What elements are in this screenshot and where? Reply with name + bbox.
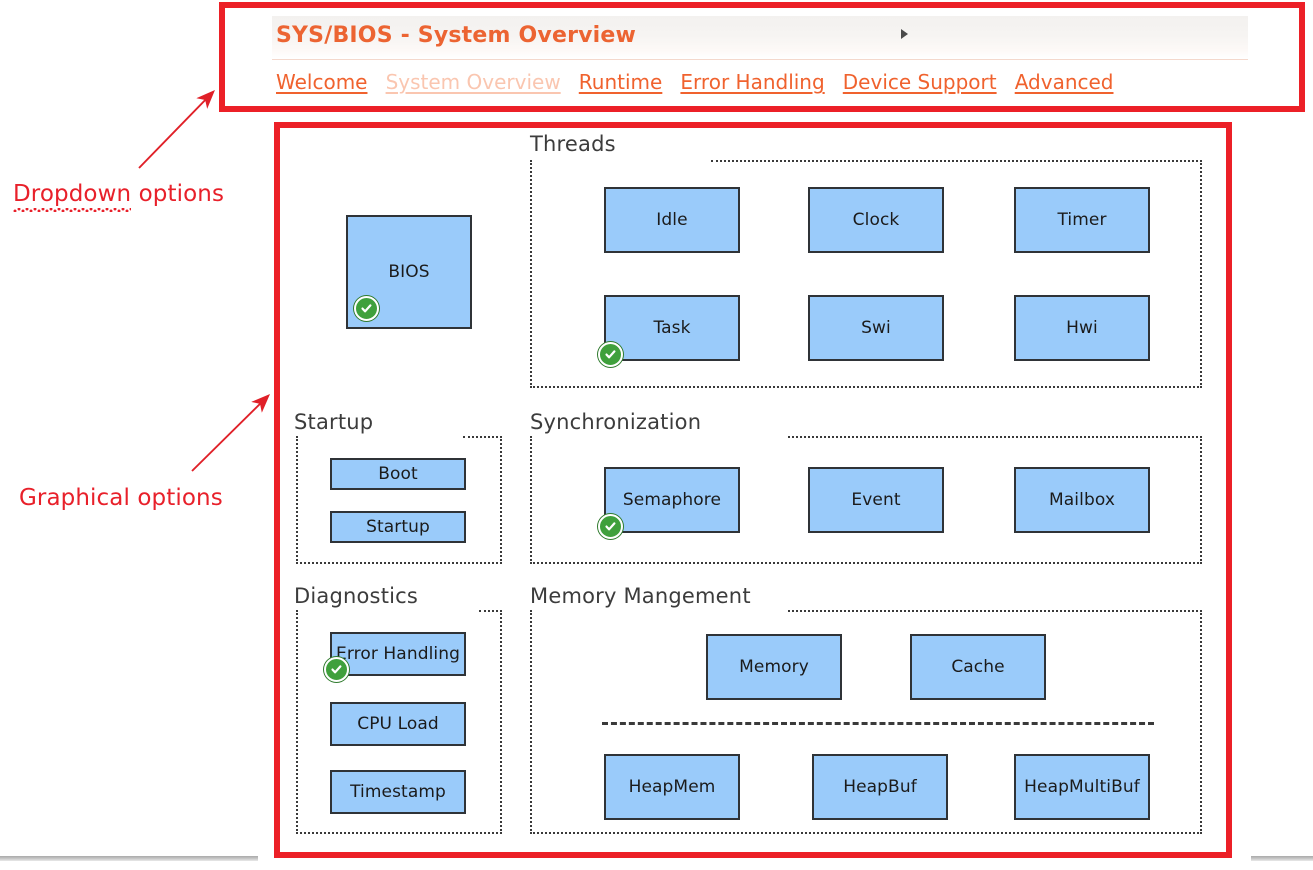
node-mailbox[interactable]: Mailbox <box>1014 467 1150 533</box>
memory-section-separator <box>602 722 1154 725</box>
bottom-divider-right <box>1251 856 1313 861</box>
node-task-label: Task <box>653 318 691 338</box>
nav-link-runtime[interactable]: Runtime <box>578 70 663 94</box>
node-timestamp-label: Timestamp <box>350 782 446 802</box>
group-panel-synchronization-topline <box>788 436 1202 438</box>
node-semaphore-label: Semaphore <box>622 490 722 510</box>
annotation-dropdown-options: Dropdown options <box>13 181 225 212</box>
annotation-dropdown-suffix: options <box>131 181 225 207</box>
node-semaphore[interactable]: Semaphore <box>598 467 740 539</box>
node-cpu-load-label: CPU Load <box>357 714 439 734</box>
node-cpu-load[interactable]: CPU Load <box>330 702 466 746</box>
nav-link-advanced[interactable]: Advanced <box>1014 70 1114 94</box>
node-heapbuf-label: HeapBuf <box>843 777 917 797</box>
node-memory-label: Memory <box>739 657 809 677</box>
node-timer[interactable]: Timer <box>1014 187 1150 253</box>
group-label-startup: Startup <box>294 410 380 434</box>
node-idle[interactable]: Idle <box>604 187 740 253</box>
nav-link-error-handling[interactable]: Error Handling <box>680 70 825 94</box>
node-clock-label: Clock <box>852 210 900 230</box>
group-panel-startup <box>296 436 502 564</box>
node-heapmultibuf-label: HeapMultiBuf <box>1024 777 1140 797</box>
node-timer-label: Timer <box>1057 210 1107 230</box>
node-cache[interactable]: Cache <box>910 634 1046 700</box>
group-label-memory-management: Memory Mangement <box>530 584 757 608</box>
group-panel-memory-management-topline <box>788 610 1202 612</box>
group-panel-memory-management <box>530 610 1202 834</box>
nav-link-system-overview: System Overview <box>385 70 561 94</box>
node-task[interactable]: Task <box>598 295 740 367</box>
node-heapmultibuf[interactable]: HeapMultiBuf <box>1014 754 1150 820</box>
node-heapmem-label: HeapMem <box>628 777 716 797</box>
highlight-box-graphical-options <box>274 122 1232 858</box>
group-label-diagnostics: Diagnostics <box>294 584 425 608</box>
page-title: SYS/BIOS - System Overview <box>276 23 637 48</box>
check-icon <box>324 657 349 682</box>
node-hwi[interactable]: Hwi <box>1014 295 1150 361</box>
node-error-handling-label: Error Handling <box>335 644 461 664</box>
node-boot[interactable]: Boot <box>330 458 466 490</box>
highlight-box-dropdown-options <box>219 2 1305 112</box>
annotation-misspelled-word: Dropdown <box>13 181 132 212</box>
node-cache-label: Cache <box>951 657 1005 677</box>
node-clock[interactable]: Clock <box>808 187 944 253</box>
node-boot-label: Boot <box>378 464 418 484</box>
node-hwi-label: Hwi <box>1066 318 1098 338</box>
node-event[interactable]: Event <box>808 467 944 533</box>
group-panel-diagnostics-topline <box>479 610 502 612</box>
group-panel-threads <box>530 160 1202 388</box>
node-memory[interactable]: Memory <box>706 634 842 700</box>
check-icon <box>354 296 379 321</box>
title-bar <box>272 16 1248 60</box>
header-panel: SYS/BIOS - System Overview Welcome Syste… <box>232 16 1292 100</box>
group-panel-threads-topline <box>711 160 1202 162</box>
breadcrumb-nav: Welcome System Overview Runtime Error Ha… <box>276 70 1127 94</box>
group-panel-startup-topline <box>463 436 502 438</box>
node-swi-label: Swi <box>861 318 891 338</box>
node-swi[interactable]: Swi <box>808 295 944 361</box>
check-icon <box>598 342 623 367</box>
node-mailbox-label: Mailbox <box>1049 490 1115 510</box>
node-heapmem[interactable]: HeapMem <box>604 754 740 820</box>
nav-link-welcome[interactable]: Welcome <box>276 70 368 94</box>
node-bios-label: BIOS <box>388 262 430 282</box>
node-bios[interactable]: BIOS <box>346 215 472 329</box>
system-overview-diagram: BIOS Threads Idle Clock Timer Task Swi H… <box>274 122 1232 858</box>
caret-right-icon[interactable] <box>901 29 908 39</box>
bottom-divider-left <box>0 856 258 861</box>
node-error-handling[interactable]: Error Handling <box>324 632 466 682</box>
group-panel-diagnostics <box>296 610 502 834</box>
node-startup-label: Startup <box>366 517 430 537</box>
annotation-graphical-options: Graphical options <box>19 485 223 511</box>
node-startup[interactable]: Startup <box>330 511 466 543</box>
nav-link-device-support[interactable]: Device Support <box>842 70 997 94</box>
group-panel-synchronization <box>530 436 1202 564</box>
node-timestamp[interactable]: Timestamp <box>330 770 466 814</box>
node-event-label: Event <box>851 490 901 510</box>
group-label-threads: Threads <box>530 132 622 156</box>
group-label-synchronization: Synchronization <box>530 410 708 434</box>
node-idle-label: Idle <box>656 210 688 230</box>
check-icon <box>598 514 623 539</box>
node-heapbuf[interactable]: HeapBuf <box>812 754 948 820</box>
